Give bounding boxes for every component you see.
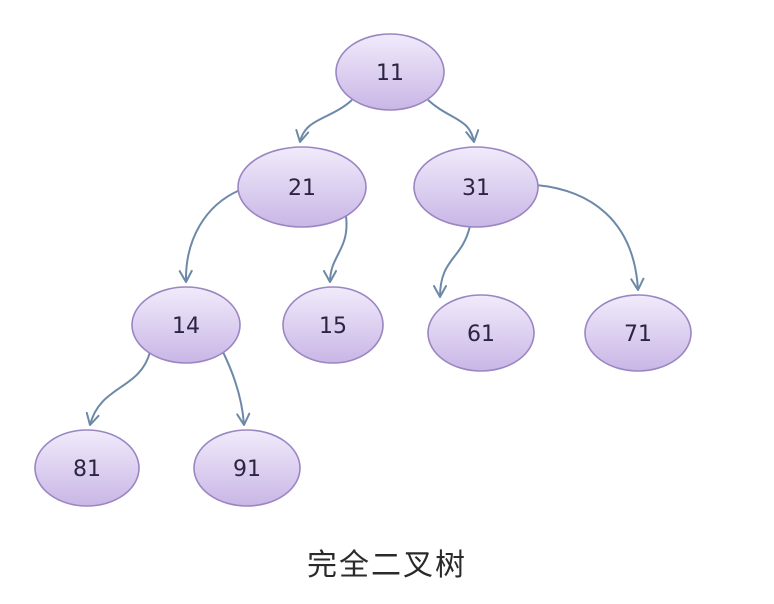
edge-n21-n15 xyxy=(322,215,348,283)
node-ellipse xyxy=(413,146,539,228)
edges-layer xyxy=(85,99,645,426)
node-label: 71 xyxy=(624,322,652,347)
tree-node-15: 15 xyxy=(282,286,384,364)
node-label: 91 xyxy=(233,457,261,482)
node-label: 21 xyxy=(288,176,316,201)
nodes-layer: 11 21 31 14 15 61 71 81 91 xyxy=(34,33,692,507)
edge-n14-n91 xyxy=(221,349,251,426)
arrowhead-icon xyxy=(465,129,480,143)
edge-n14-n81 xyxy=(85,351,151,426)
arrowhead-icon xyxy=(432,285,448,298)
arrowhead-icon xyxy=(295,128,310,143)
node-label: 61 xyxy=(467,322,495,347)
node-label: 31 xyxy=(462,176,490,201)
edge-line xyxy=(184,189,241,283)
node-label: 11 xyxy=(376,61,404,86)
edge-line xyxy=(299,99,353,143)
tree-node-11: 11 xyxy=(335,33,445,111)
arrowhead-icon xyxy=(322,270,338,283)
tree-node-61: 61 xyxy=(427,294,535,372)
tree-node-71: 71 xyxy=(584,294,692,372)
node-label: 14 xyxy=(172,314,200,339)
node-ellipse xyxy=(34,429,140,507)
edge-line xyxy=(221,349,245,426)
arrowhead-icon xyxy=(236,412,251,426)
edge-n31-n61 xyxy=(432,225,471,298)
node-ellipse xyxy=(193,429,301,507)
edge-n11-n31 xyxy=(427,99,480,143)
node-ellipse xyxy=(131,286,241,364)
arrowhead-icon xyxy=(85,411,100,426)
tree-node-21: 21 xyxy=(237,146,367,228)
tree-node-14: 14 xyxy=(131,286,241,364)
tree-node-81: 81 xyxy=(34,429,140,507)
node-ellipse xyxy=(584,294,692,372)
node-ellipse xyxy=(427,294,535,372)
diagram-caption: 完全二叉树 xyxy=(307,548,467,583)
edge-line xyxy=(439,225,471,298)
arrowhead-icon xyxy=(630,277,645,291)
edge-line xyxy=(427,99,475,143)
edge-line xyxy=(89,351,151,426)
edge-n11-n21 xyxy=(295,99,353,143)
node-ellipse xyxy=(335,33,445,111)
tree-node-91: 91 xyxy=(193,429,301,507)
arrowhead-icon xyxy=(178,269,193,283)
edge-n21-n14 xyxy=(178,189,241,283)
edge-line xyxy=(329,215,348,283)
node-label: 15 xyxy=(319,314,347,339)
edge-line xyxy=(535,184,639,291)
tree-node-31: 31 xyxy=(413,146,539,228)
edge-n31-n71 xyxy=(535,184,645,291)
node-ellipse xyxy=(237,146,367,228)
node-ellipse xyxy=(282,286,384,364)
node-label: 81 xyxy=(73,457,101,482)
